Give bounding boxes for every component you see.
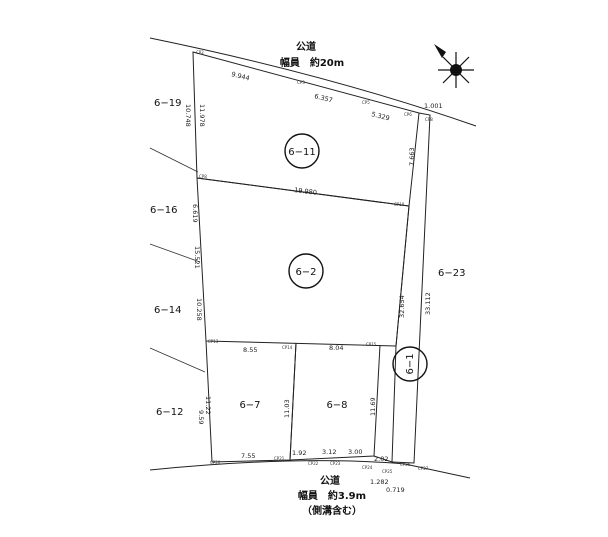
cp-label: CP20 [210, 460, 221, 465]
cp-label: CP5 [362, 100, 370, 105]
dim-west-3: 6.619 [191, 204, 199, 223]
dim-south-1: 7.55 [241, 452, 255, 460]
dim-west-4: 15.521 [193, 246, 201, 269]
neighbor-6-16: 6−16 [150, 205, 177, 216]
cp-label: CP24 [362, 465, 373, 470]
north-road-name: 公道 [296, 40, 316, 53]
north-road-width: 幅員 約20m [280, 56, 344, 69]
dim-flag-2: 33.112 [424, 292, 432, 315]
dim-south-7: 0.719 [386, 486, 405, 494]
dim-south-3: 3.12 [322, 448, 336, 456]
neighbor-6-19: 6−19 [154, 98, 181, 109]
dim-inner-4: 11.69 [369, 397, 377, 416]
dim-inner-1: 8.55 [243, 346, 257, 354]
cp-label: CP22 [308, 461, 319, 466]
dim-south-2: 1.92 [292, 449, 306, 457]
cp-label: CP26 [400, 462, 411, 467]
lot-6-7-label: 6−7 [239, 400, 260, 411]
dim-inner-2: 8.04 [329, 344, 343, 352]
lot-boundaries [192, 51, 431, 464]
neighbor-boundaries [149, 147, 206, 373]
dim-mid-1: 19.980 [294, 186, 318, 197]
lot-6-8-label: 6−8 [326, 400, 347, 411]
dim-east-1: 7.663 [408, 147, 416, 166]
lot-6-1-label: 6−1 [405, 353, 416, 374]
south-road-edge [149, 460, 471, 479]
cp-label: CP13 [208, 339, 219, 344]
dimension-labels: 9.944 6.357 5.329 1.001 10.748 11.978 7.… [184, 70, 443, 494]
cp-label: CP15 [366, 342, 377, 347]
control-points: CP2 CP3 CP5 CP6 CP8 CP8 CP10 CP13 CP14 C… [196, 50, 433, 474]
dim-south-6: 1.282 [370, 478, 389, 486]
dim-west-5: 10.258 [195, 298, 203, 321]
cp-label: CP2 [196, 50, 204, 55]
cp-label: CP10 [394, 202, 405, 207]
dim-inner-3: 11.03 [283, 399, 291, 418]
dim-south-5: 2.02 [374, 455, 388, 463]
dim-west-2: 11.978 [198, 104, 206, 127]
cp-label: CP3 [297, 80, 305, 85]
dim-north-4: 1.001 [424, 102, 443, 110]
lot-6-11-label: 6−11 [288, 147, 315, 158]
south-road-note: （側溝含む） [302, 504, 362, 517]
north-road-edge [149, 37, 477, 127]
dim-west-1: 10.748 [184, 104, 192, 127]
neighbor-6-14: 6−14 [154, 305, 181, 316]
cp-label: CP23 [330, 461, 341, 466]
north-arrow-compass-icon [434, 44, 474, 88]
cp-label: CP6 [404, 112, 412, 117]
cp-label: CP8 [199, 174, 207, 179]
cp-label: CP21 [274, 456, 285, 461]
cp-label: CP8 [425, 117, 433, 122]
lot-6-2-circle [288, 253, 324, 289]
south-road-width: 幅員 約3.9m [298, 489, 366, 502]
lot-6-2-label: 6−2 [295, 267, 316, 278]
dim-north-3: 5.329 [371, 110, 391, 122]
neighbor-6-12: 6−12 [156, 407, 183, 418]
cp-label: CP27 [418, 466, 429, 471]
dim-north-2: 6.357 [314, 92, 334, 104]
dim-north-1: 9.944 [231, 70, 251, 82]
lot-6-11-circle [284, 133, 320, 169]
dim-south-4: 3.00 [348, 448, 362, 456]
dim-west-7: 9.59 [197, 410, 205, 424]
south-road-name: 公道 [320, 474, 340, 487]
cp-label: CP25 [382, 469, 393, 474]
neighbor-6-23: 6−23 [438, 268, 465, 279]
lot-6-1-circle [392, 346, 428, 382]
dim-flag-1: 32.654 [398, 295, 406, 318]
cp-label: CP14 [282, 345, 293, 350]
dim-west-6: 11.22 [204, 396, 212, 415]
